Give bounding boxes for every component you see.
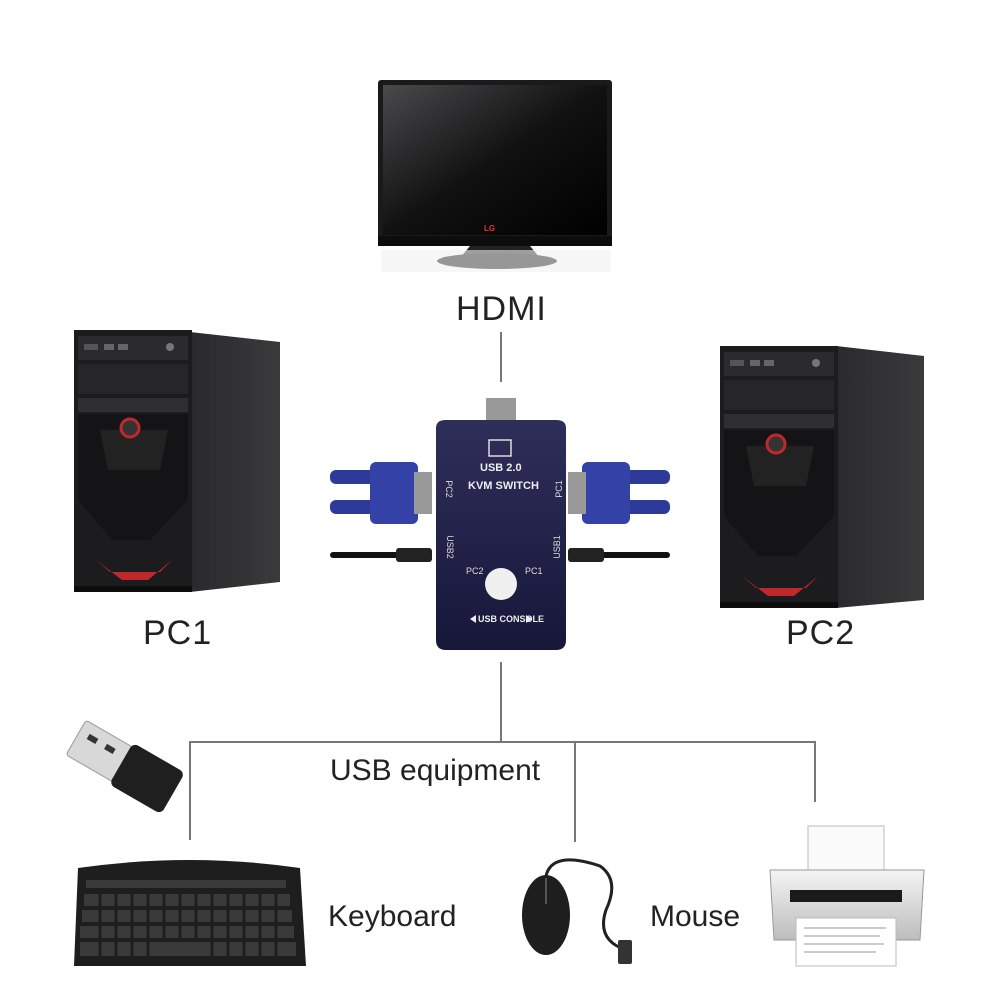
- keyboard-label: Keyboard: [328, 900, 457, 933]
- select-pc1-label: PC1: [525, 566, 543, 576]
- select-button[interactable]: [485, 568, 517, 600]
- pc1-label: PC1: [143, 614, 213, 652]
- switch-model-label: USB 2.0: [480, 462, 522, 474]
- monitor-brand-label: LG: [484, 224, 496, 233]
- pc2-tower: [720, 346, 924, 608]
- vga-cables: [330, 462, 670, 562]
- pc2-label: PC2: [786, 614, 856, 652]
- keyboard: [74, 860, 306, 966]
- printer: [769, 825, 925, 967]
- usb-equipment-label: USB equipment: [330, 754, 541, 787]
- kvm-switch: [436, 398, 566, 650]
- port-pc2-label: PC2: [443, 480, 454, 498]
- port-usb1-label: USB1: [551, 535, 562, 559]
- usb-console-label: USB CONSOLE: [478, 614, 545, 624]
- port-pc1-label: PC1: [553, 480, 564, 498]
- usb-dongle: [66, 720, 183, 813]
- connection-lines: [189, 332, 816, 842]
- switch-type-label: KVM SWITCH: [468, 480, 539, 492]
- mouse: [522, 858, 632, 964]
- mouse-label: Mouse: [650, 900, 741, 933]
- hdmi-label: HDMI: [456, 290, 547, 328]
- pc1-tower: [74, 330, 280, 592]
- port-usb2-label: USB2: [444, 535, 455, 559]
- monitor: [378, 80, 612, 272]
- select-pc2-label: PC2: [466, 566, 484, 576]
